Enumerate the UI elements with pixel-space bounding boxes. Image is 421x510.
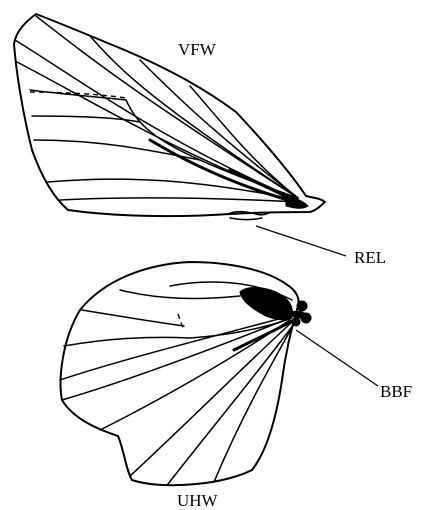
- bbf-leader-line: [296, 330, 378, 386]
- forewing: [14, 14, 325, 220]
- hindwing: [60, 262, 311, 485]
- rel-leader-line: [256, 226, 346, 256]
- label-rel: REL: [354, 248, 386, 267]
- rel-structure-lower: [230, 218, 262, 220]
- label-uhw: UHW: [177, 491, 219, 510]
- label-bbf: BBF: [380, 382, 412, 401]
- label-vfw: VFW: [178, 40, 217, 59]
